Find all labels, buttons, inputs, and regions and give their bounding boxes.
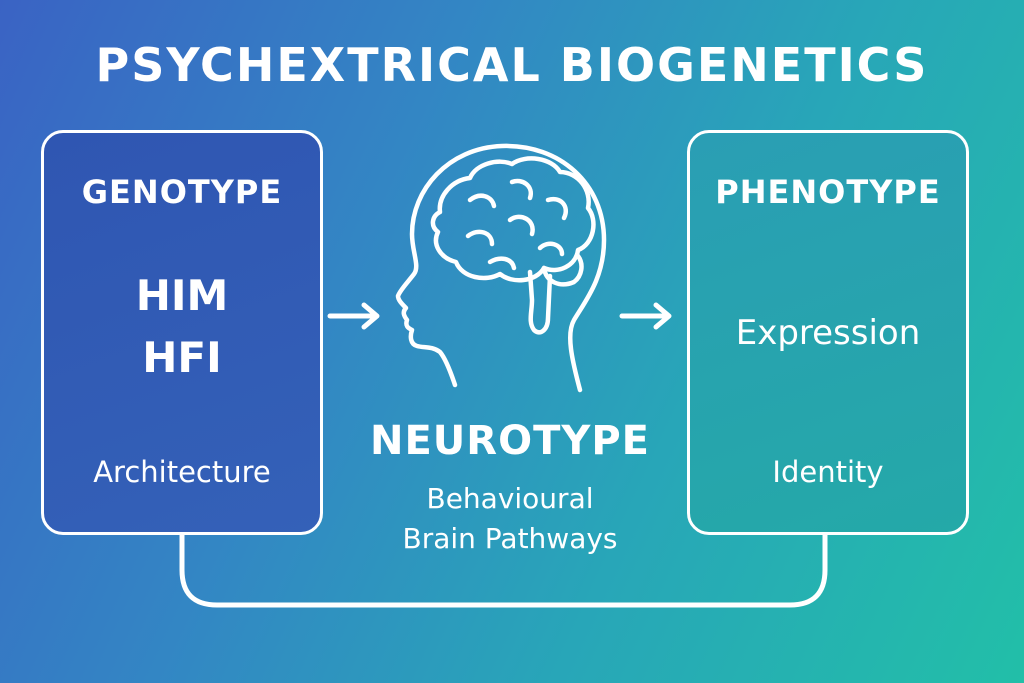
genotype-line-hfi: HFI xyxy=(142,333,222,382)
arrow-right-genotype-to-neurotype xyxy=(327,302,380,330)
phenotype-caption: Identity xyxy=(772,455,884,489)
phenotype-heading: PHENOTYPE xyxy=(715,173,941,211)
genotype-box: GENOTYPE HIM HFI Architecture xyxy=(41,130,323,535)
neurotype-heading: NEUROTYPE xyxy=(370,418,650,464)
feedback-loop-line xyxy=(179,530,828,608)
genotype-caption: Architecture xyxy=(93,455,271,489)
phenotype-expression: Expression xyxy=(735,313,921,353)
brain-outline-icon xyxy=(430,156,596,283)
arrow-right-neurotype-to-phenotype xyxy=(619,302,672,330)
head-profile-outline xyxy=(395,143,607,393)
genotype-heading: GENOTYPE xyxy=(81,173,283,211)
neurotype-line-brain-pathways: Brain Pathways xyxy=(402,522,618,555)
brain-stem-icon xyxy=(527,269,553,335)
head-brain-icon xyxy=(395,143,607,393)
genotype-line-him: HIM xyxy=(135,271,229,320)
neurotype-line-behavioural: Behavioural xyxy=(426,482,594,515)
diagram-title: PSYCHEXTRICAL BIOGENETICS xyxy=(95,38,929,92)
phenotype-box: PHENOTYPE Expression Identity xyxy=(687,130,969,535)
